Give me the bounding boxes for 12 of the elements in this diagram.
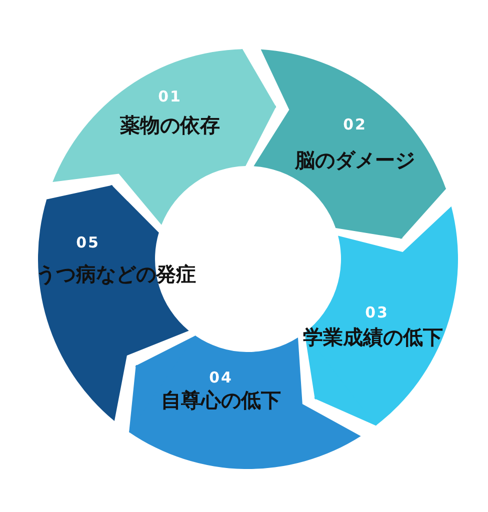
step-number: 01 xyxy=(158,90,182,104)
step-number: 05 xyxy=(76,236,100,250)
step-label: 薬物の依存 xyxy=(120,115,220,135)
step-number: 02 xyxy=(343,118,367,132)
ring-segment xyxy=(253,49,446,228)
step-label: 脳のダメージ xyxy=(295,150,415,170)
step-number: 04 xyxy=(209,370,233,386)
step-number: 03 xyxy=(365,306,389,320)
ring-segment xyxy=(304,206,458,426)
step-label: 自尊心の低下 xyxy=(161,390,281,410)
step-label: うつ病などの発症 xyxy=(36,264,196,284)
ring-segment xyxy=(52,49,246,225)
